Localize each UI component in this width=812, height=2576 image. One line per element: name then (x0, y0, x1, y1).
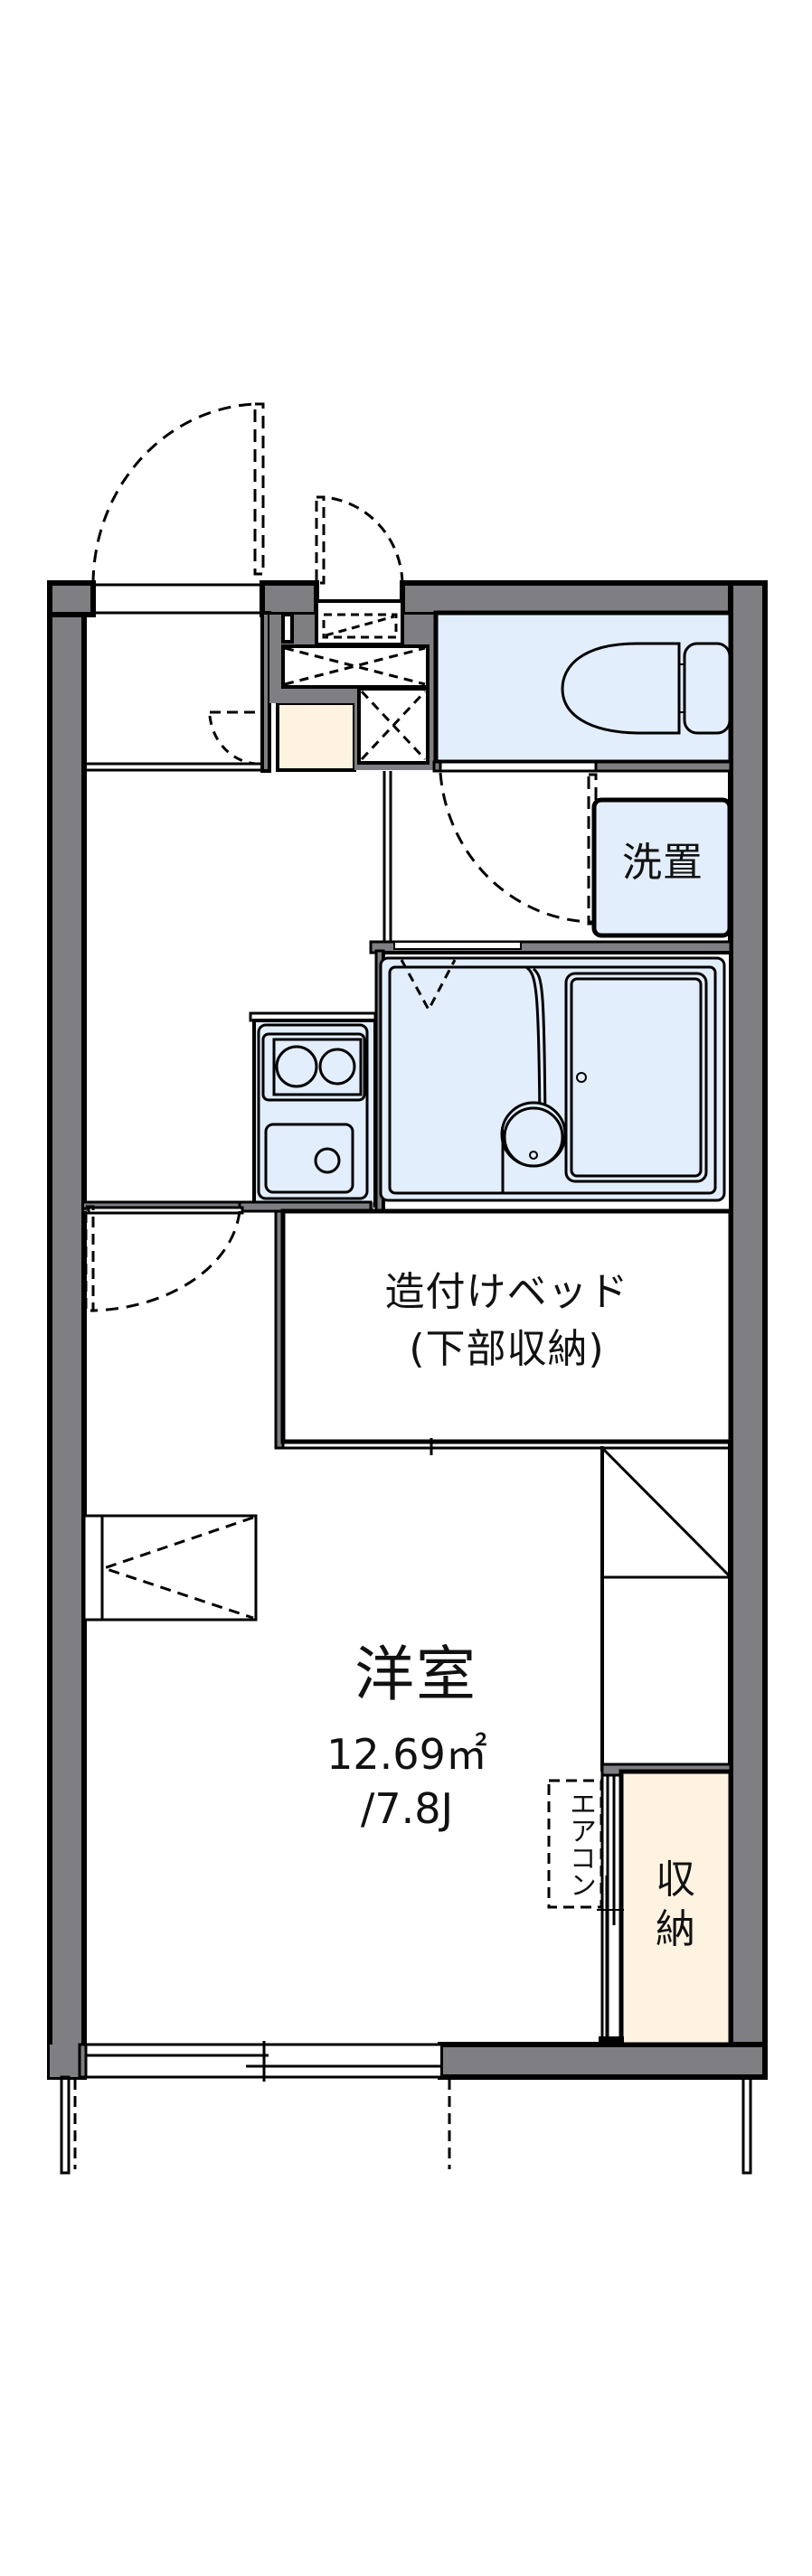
entrance-door (91, 402, 265, 615)
storage-label-line1: 収 (656, 1857, 696, 1903)
built-in-bed-label-line2: (下部収納) (409, 1326, 605, 1372)
air-conditioner (547, 1779, 603, 1909)
balcony-posts (60, 2075, 752, 2175)
unit-bath (369, 940, 732, 1217)
western-room-tatami: /7.8J (360, 1784, 454, 1833)
toilet-door (439, 760, 598, 926)
western-room-name: 洋室 (354, 1640, 477, 1709)
aircon-label: エアコン (564, 1790, 596, 1898)
storage-closet (597, 1763, 733, 2047)
western-room-area: 12.69㎡ (326, 1730, 487, 1779)
outer-walls (47, 580, 768, 2080)
washer-space-label: 洗置 (622, 840, 703, 886)
built-in-bed (274, 1208, 733, 1455)
toilet-room (433, 610, 733, 765)
built-in-bed-label-line1: 造付けベッド (384, 1269, 629, 1315)
kitchen-counter (249, 1011, 377, 1208)
loft-ladder (600, 1446, 732, 1772)
side-window (82, 1514, 258, 1622)
kitchen-partition (84, 1200, 373, 1312)
balcony-window (78, 2041, 440, 2082)
storage-label-line2: 納 (656, 1906, 696, 1952)
entry-hall (81, 611, 356, 773)
washer-space (591, 797, 732, 938)
pipe-space (269, 495, 434, 770)
